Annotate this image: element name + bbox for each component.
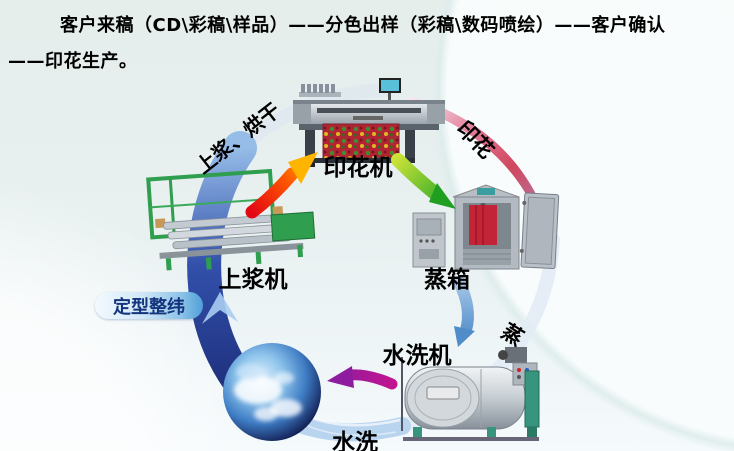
- steamer-door: [519, 192, 560, 270]
- washer-door: [426, 386, 460, 400]
- workflow-text-line2: ——印花生产。: [8, 51, 138, 72]
- workflow-text-line1: 客户来稿（CD\彩稿\样品）——分色出样（彩稿\数码喷绘）——客户确认: [60, 15, 666, 36]
- arrow-sizing-to-printer: [245, 152, 318, 219]
- setting-weft-badge: 定型整纬: [95, 292, 203, 319]
- printer-machine-label: 印花机: [323, 155, 393, 181]
- washing-machine-illustration: [401, 347, 540, 441]
- flow-arrows: [245, 152, 475, 390]
- arrow-printer-to-steamer: [391, 153, 456, 209]
- arrow-washer-to-globe: [327, 366, 398, 390]
- arrow-steamer-to-washer: [453, 276, 475, 347]
- monitor-icon: [379, 78, 401, 102]
- header-text: 客户来稿（CD\彩稿\样品）——分色出样（彩稿\数码喷绘）——客户确认 ——印花…: [0, 8, 734, 80]
- steamer-label: 蒸箱: [424, 267, 470, 293]
- printed-fabric: [322, 123, 400, 163]
- up-chevron-icon: [202, 292, 238, 324]
- sizing-machine-label: 上浆机: [218, 267, 288, 293]
- ink-cartridges-icon: [299, 84, 341, 97]
- printing-machine-illustration: [293, 78, 445, 167]
- washer-label: 水洗机: [382, 343, 452, 369]
- sizing-machine-illustration: [146, 168, 316, 271]
- steamer-illustration: [412, 184, 560, 270]
- globe-illustration: [223, 343, 321, 441]
- steamer-control-panel: [412, 212, 446, 268]
- step-label-washing: 水洗: [332, 430, 378, 451]
